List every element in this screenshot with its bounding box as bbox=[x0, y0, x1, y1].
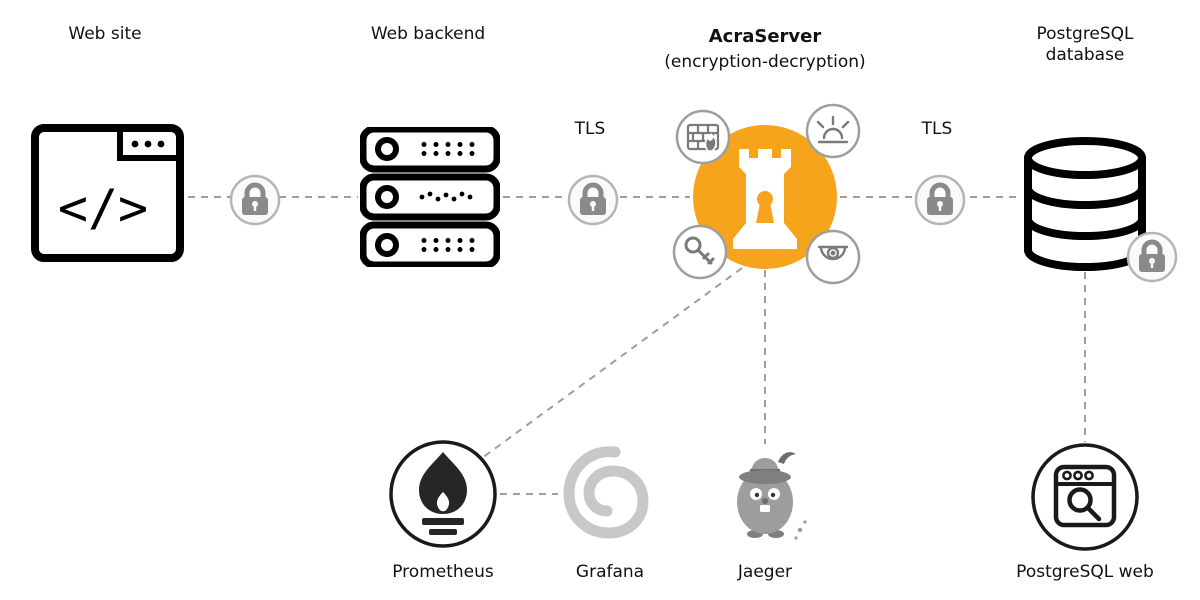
lock-icon bbox=[567, 174, 619, 226]
browser-code-icon: </> bbox=[30, 123, 185, 263]
acra-title: AcraServer bbox=[708, 26, 822, 47]
key-icon bbox=[671, 223, 729, 281]
servers-icon bbox=[360, 127, 500, 267]
code-glyph: </> bbox=[58, 179, 148, 237]
acra-subtitle: (encryption-decryption) bbox=[664, 52, 866, 72]
postgres-label-line2: database bbox=[1045, 45, 1125, 65]
grafana-icon bbox=[555, 439, 665, 549]
prometheus-icon bbox=[387, 438, 499, 550]
postgres-label-line1: PostgreSQL bbox=[1036, 24, 1134, 44]
jaeger-icon bbox=[710, 442, 820, 552]
lock-icon bbox=[229, 174, 281, 226]
camera-icon bbox=[804, 228, 862, 286]
jaeger-label: Jaeger bbox=[737, 562, 793, 582]
acra-fortress-icon bbox=[685, 117, 845, 277]
database-icon bbox=[1022, 136, 1148, 272]
pgweb-label: PostgreSQL web bbox=[1016, 562, 1154, 582]
website-label: Web site bbox=[68, 24, 142, 44]
alarm-icon bbox=[804, 102, 862, 160]
prometheus-label: Prometheus bbox=[392, 562, 494, 582]
lock-icon bbox=[914, 174, 966, 226]
lock-icon bbox=[1126, 231, 1178, 283]
tls-left-label: TLS bbox=[574, 119, 606, 139]
tls-right-label: TLS bbox=[921, 119, 953, 139]
backend-label: Web backend bbox=[370, 24, 486, 44]
grafana-label: Grafana bbox=[575, 562, 645, 582]
pgweb-browser-search-icon bbox=[1029, 441, 1141, 553]
firewall-icon bbox=[674, 108, 732, 166]
